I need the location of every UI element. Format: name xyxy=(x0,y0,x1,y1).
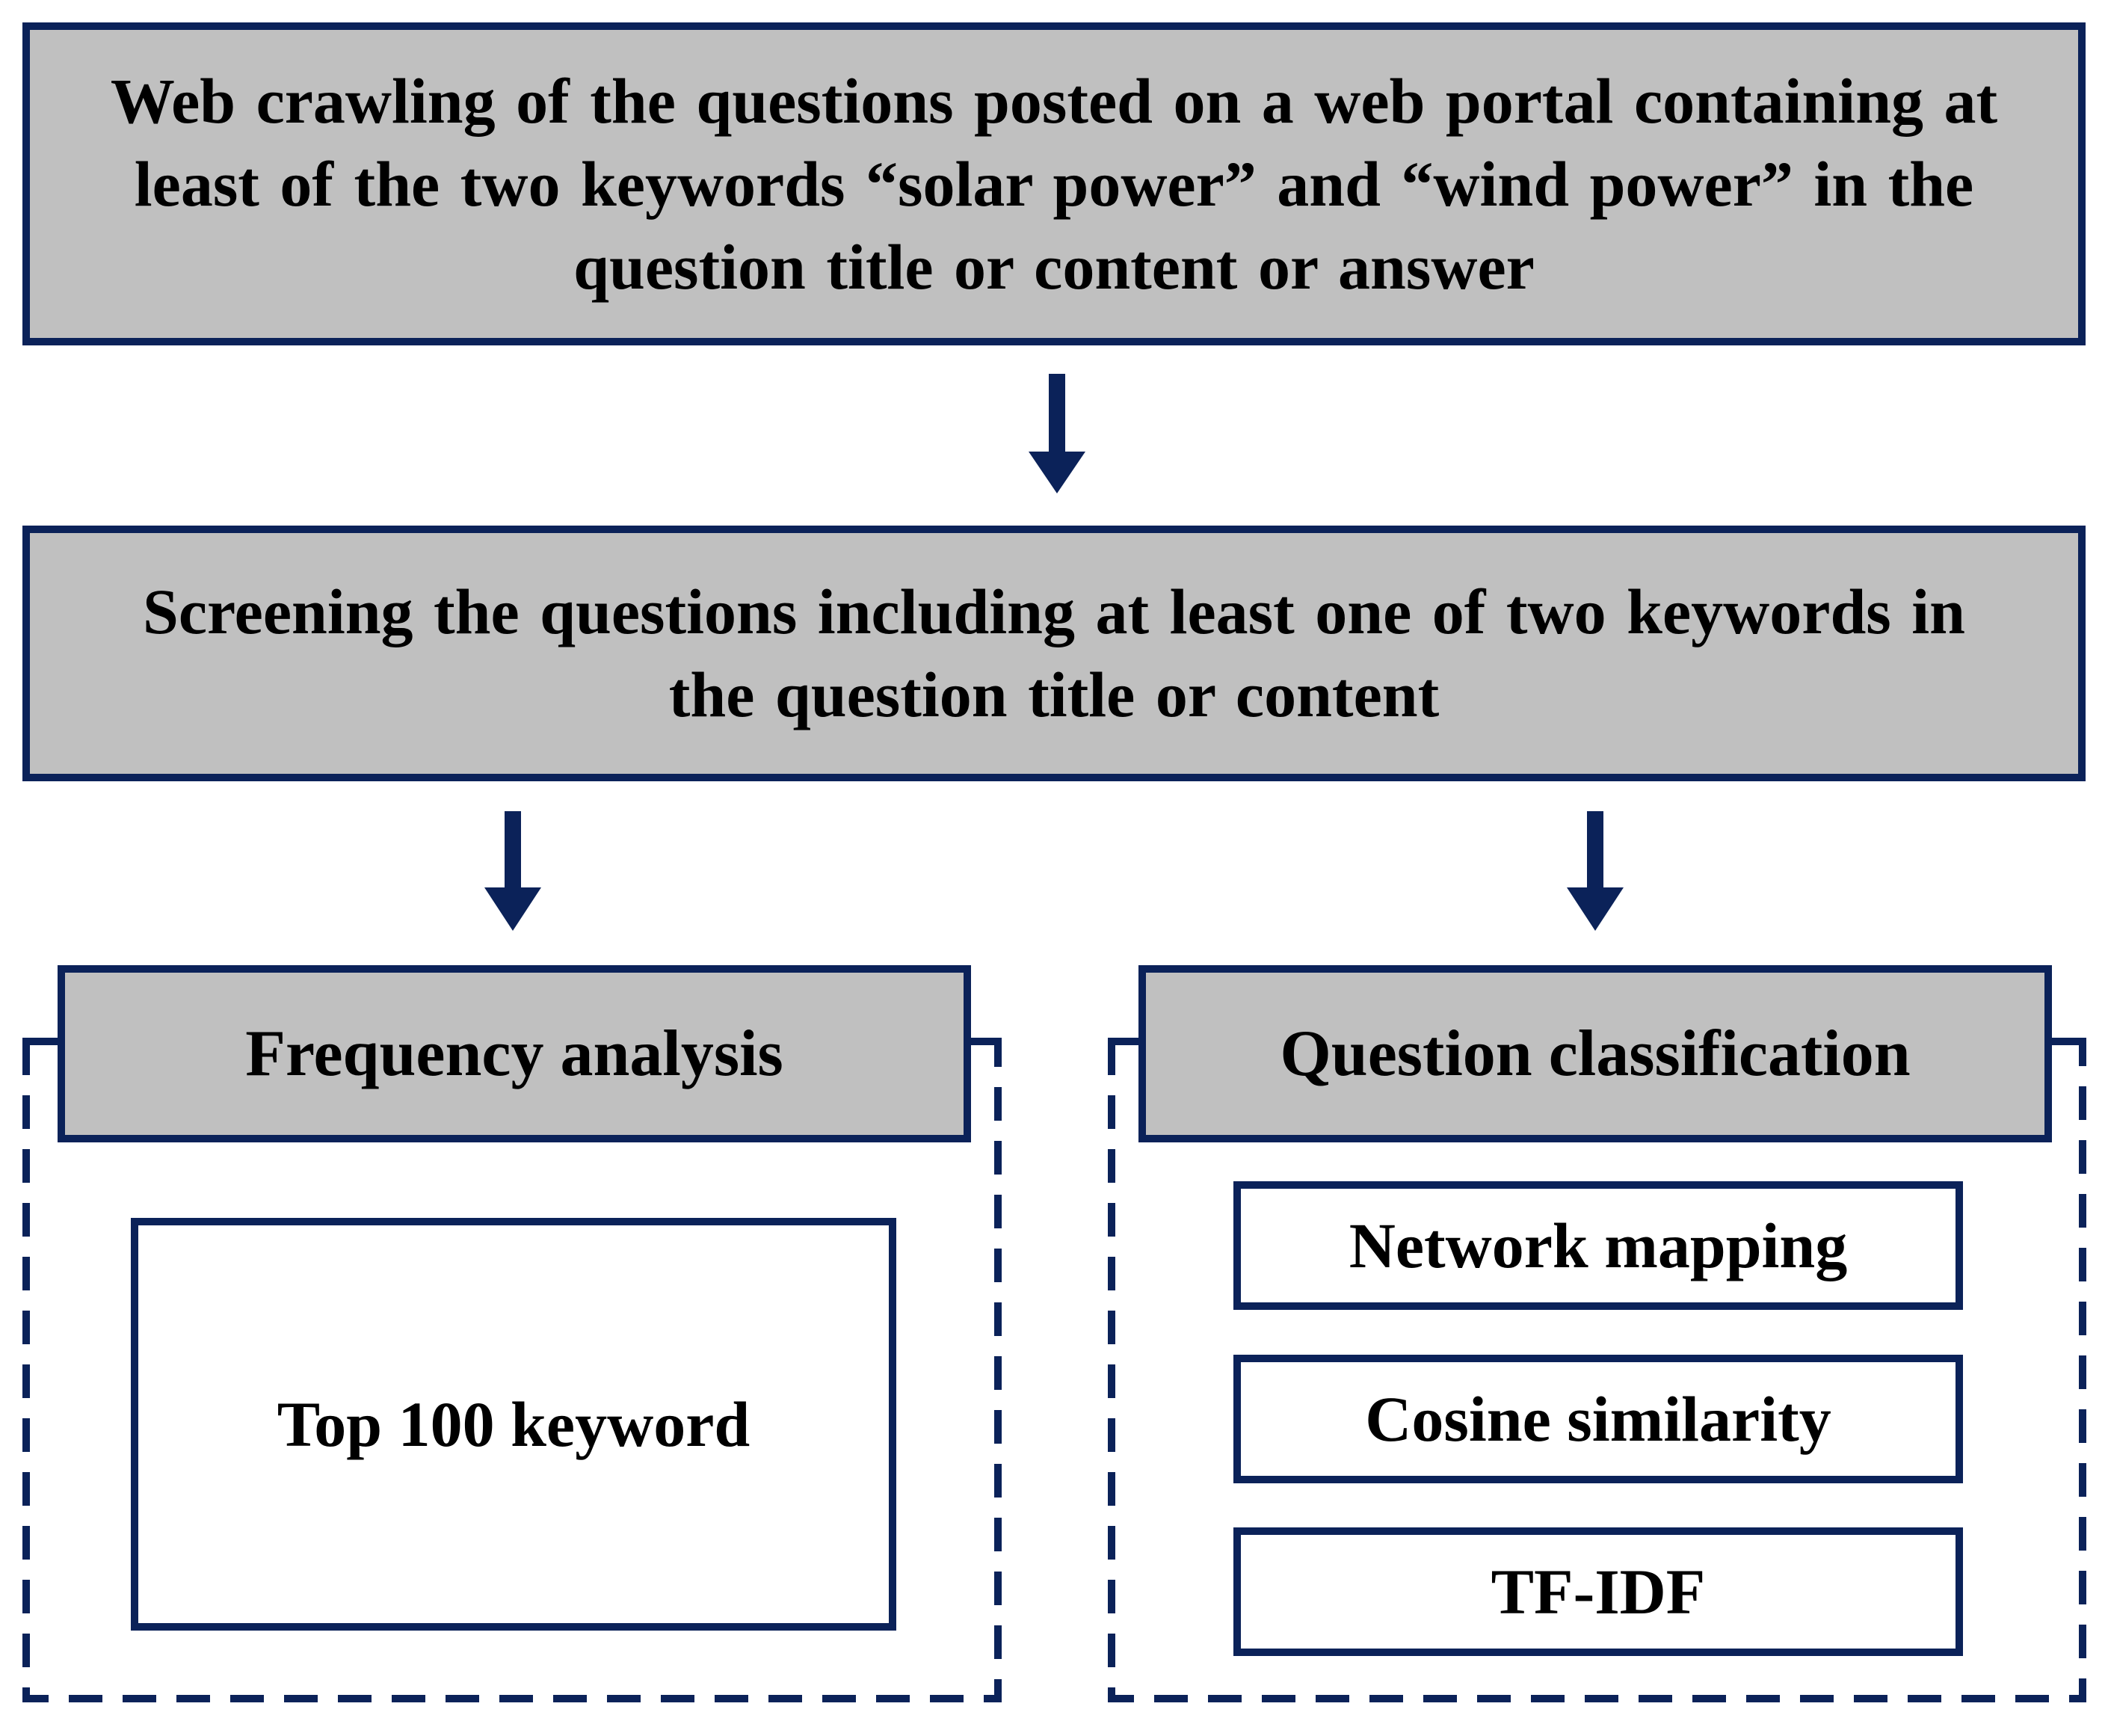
crawl-step-line: least of the two keywords “solar power” … xyxy=(134,147,1974,220)
tf-idf-label: TF-IDF xyxy=(1491,1556,1706,1628)
arrow-screen-to-frequency xyxy=(484,811,541,931)
network-mapping-box: Network mapping xyxy=(1233,1181,1963,1310)
network-mapping-label: Network mapping xyxy=(1349,1210,1848,1281)
top-100-keyword-box: Top 100 keyword xyxy=(131,1218,896,1631)
classification-group-frame xyxy=(1108,1038,2086,1702)
arrow-screen-to-classification xyxy=(1567,811,1624,931)
question-classification-box: Question classification xyxy=(1138,965,2052,1142)
tf-idf-box: TF-IDF xyxy=(1233,1527,1963,1656)
top-100-keyword-label: Top 100 keyword xyxy=(277,1388,751,1460)
crawl-step-line: Web crawling of the questions posted on … xyxy=(110,64,1998,137)
crawl-step-line: question title or content or answer xyxy=(573,230,1535,303)
crawl-step-text: Web crawling of the questions posted on … xyxy=(111,60,1997,309)
cosine-similarity-box: Cosine similarity xyxy=(1233,1355,1963,1483)
screen-step-text: Screening the questions including at lea… xyxy=(143,570,1965,736)
question-classification-title: Question classification xyxy=(1280,1018,1911,1090)
screen-step-box: Screening the questions including at lea… xyxy=(22,526,2086,781)
frequency-analysis-box: Frequency analysis xyxy=(58,965,971,1142)
screen-step-line: Screening the questions including at lea… xyxy=(143,576,1965,647)
frequency-group-frame xyxy=(22,1038,1002,1702)
screen-step-line: the question title or content xyxy=(668,659,1440,730)
arrow-crawl-to-screen xyxy=(1029,374,1085,493)
frequency-analysis-title: Frequency analysis xyxy=(245,1018,783,1090)
crawl-step-box: Web crawling of the questions posted on … xyxy=(22,22,2086,345)
cosine-similarity-label: Cosine similarity xyxy=(1365,1383,1831,1455)
